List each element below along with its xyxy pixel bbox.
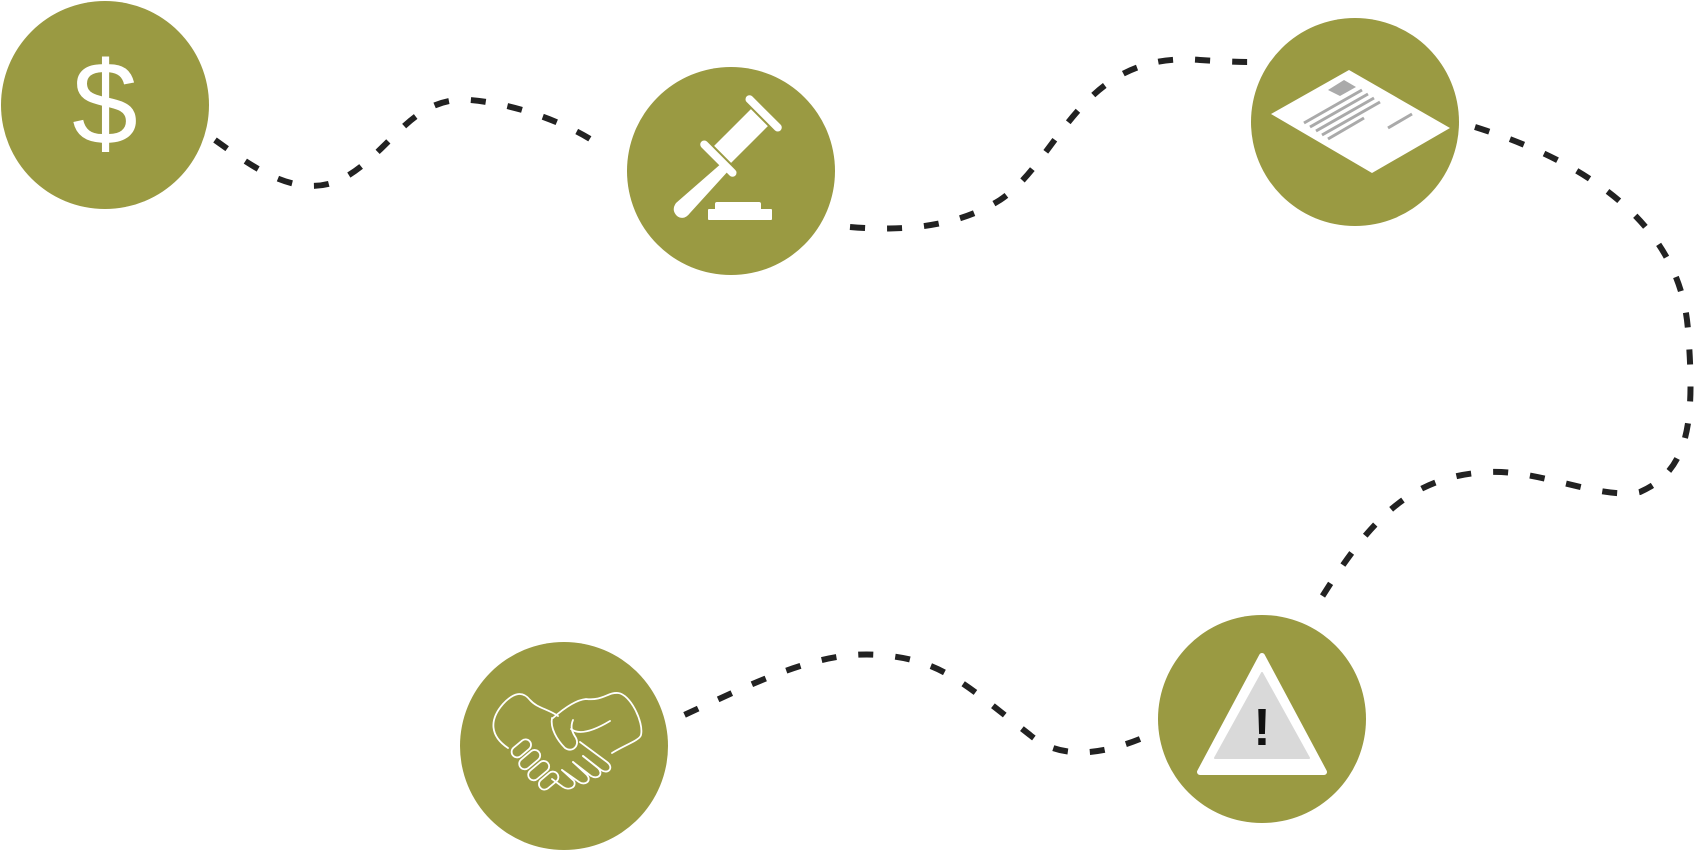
document-icon [1271, 70, 1450, 173]
node-money: $ [1, 1, 209, 209]
node-document [1251, 18, 1459, 226]
gavel-icon [673, 95, 782, 220]
node-circle [1, 1, 209, 209]
dollar-icon: $ [72, 38, 138, 170]
node-risk: ! [1158, 615, 1366, 823]
node-agreement [460, 642, 668, 850]
handshake-icon [492, 692, 643, 791]
node-legal [627, 67, 835, 275]
warning-icon: ! [1197, 653, 1327, 775]
svg-text:!: ! [1253, 699, 1270, 757]
connector-path [213, 56, 1694, 756]
